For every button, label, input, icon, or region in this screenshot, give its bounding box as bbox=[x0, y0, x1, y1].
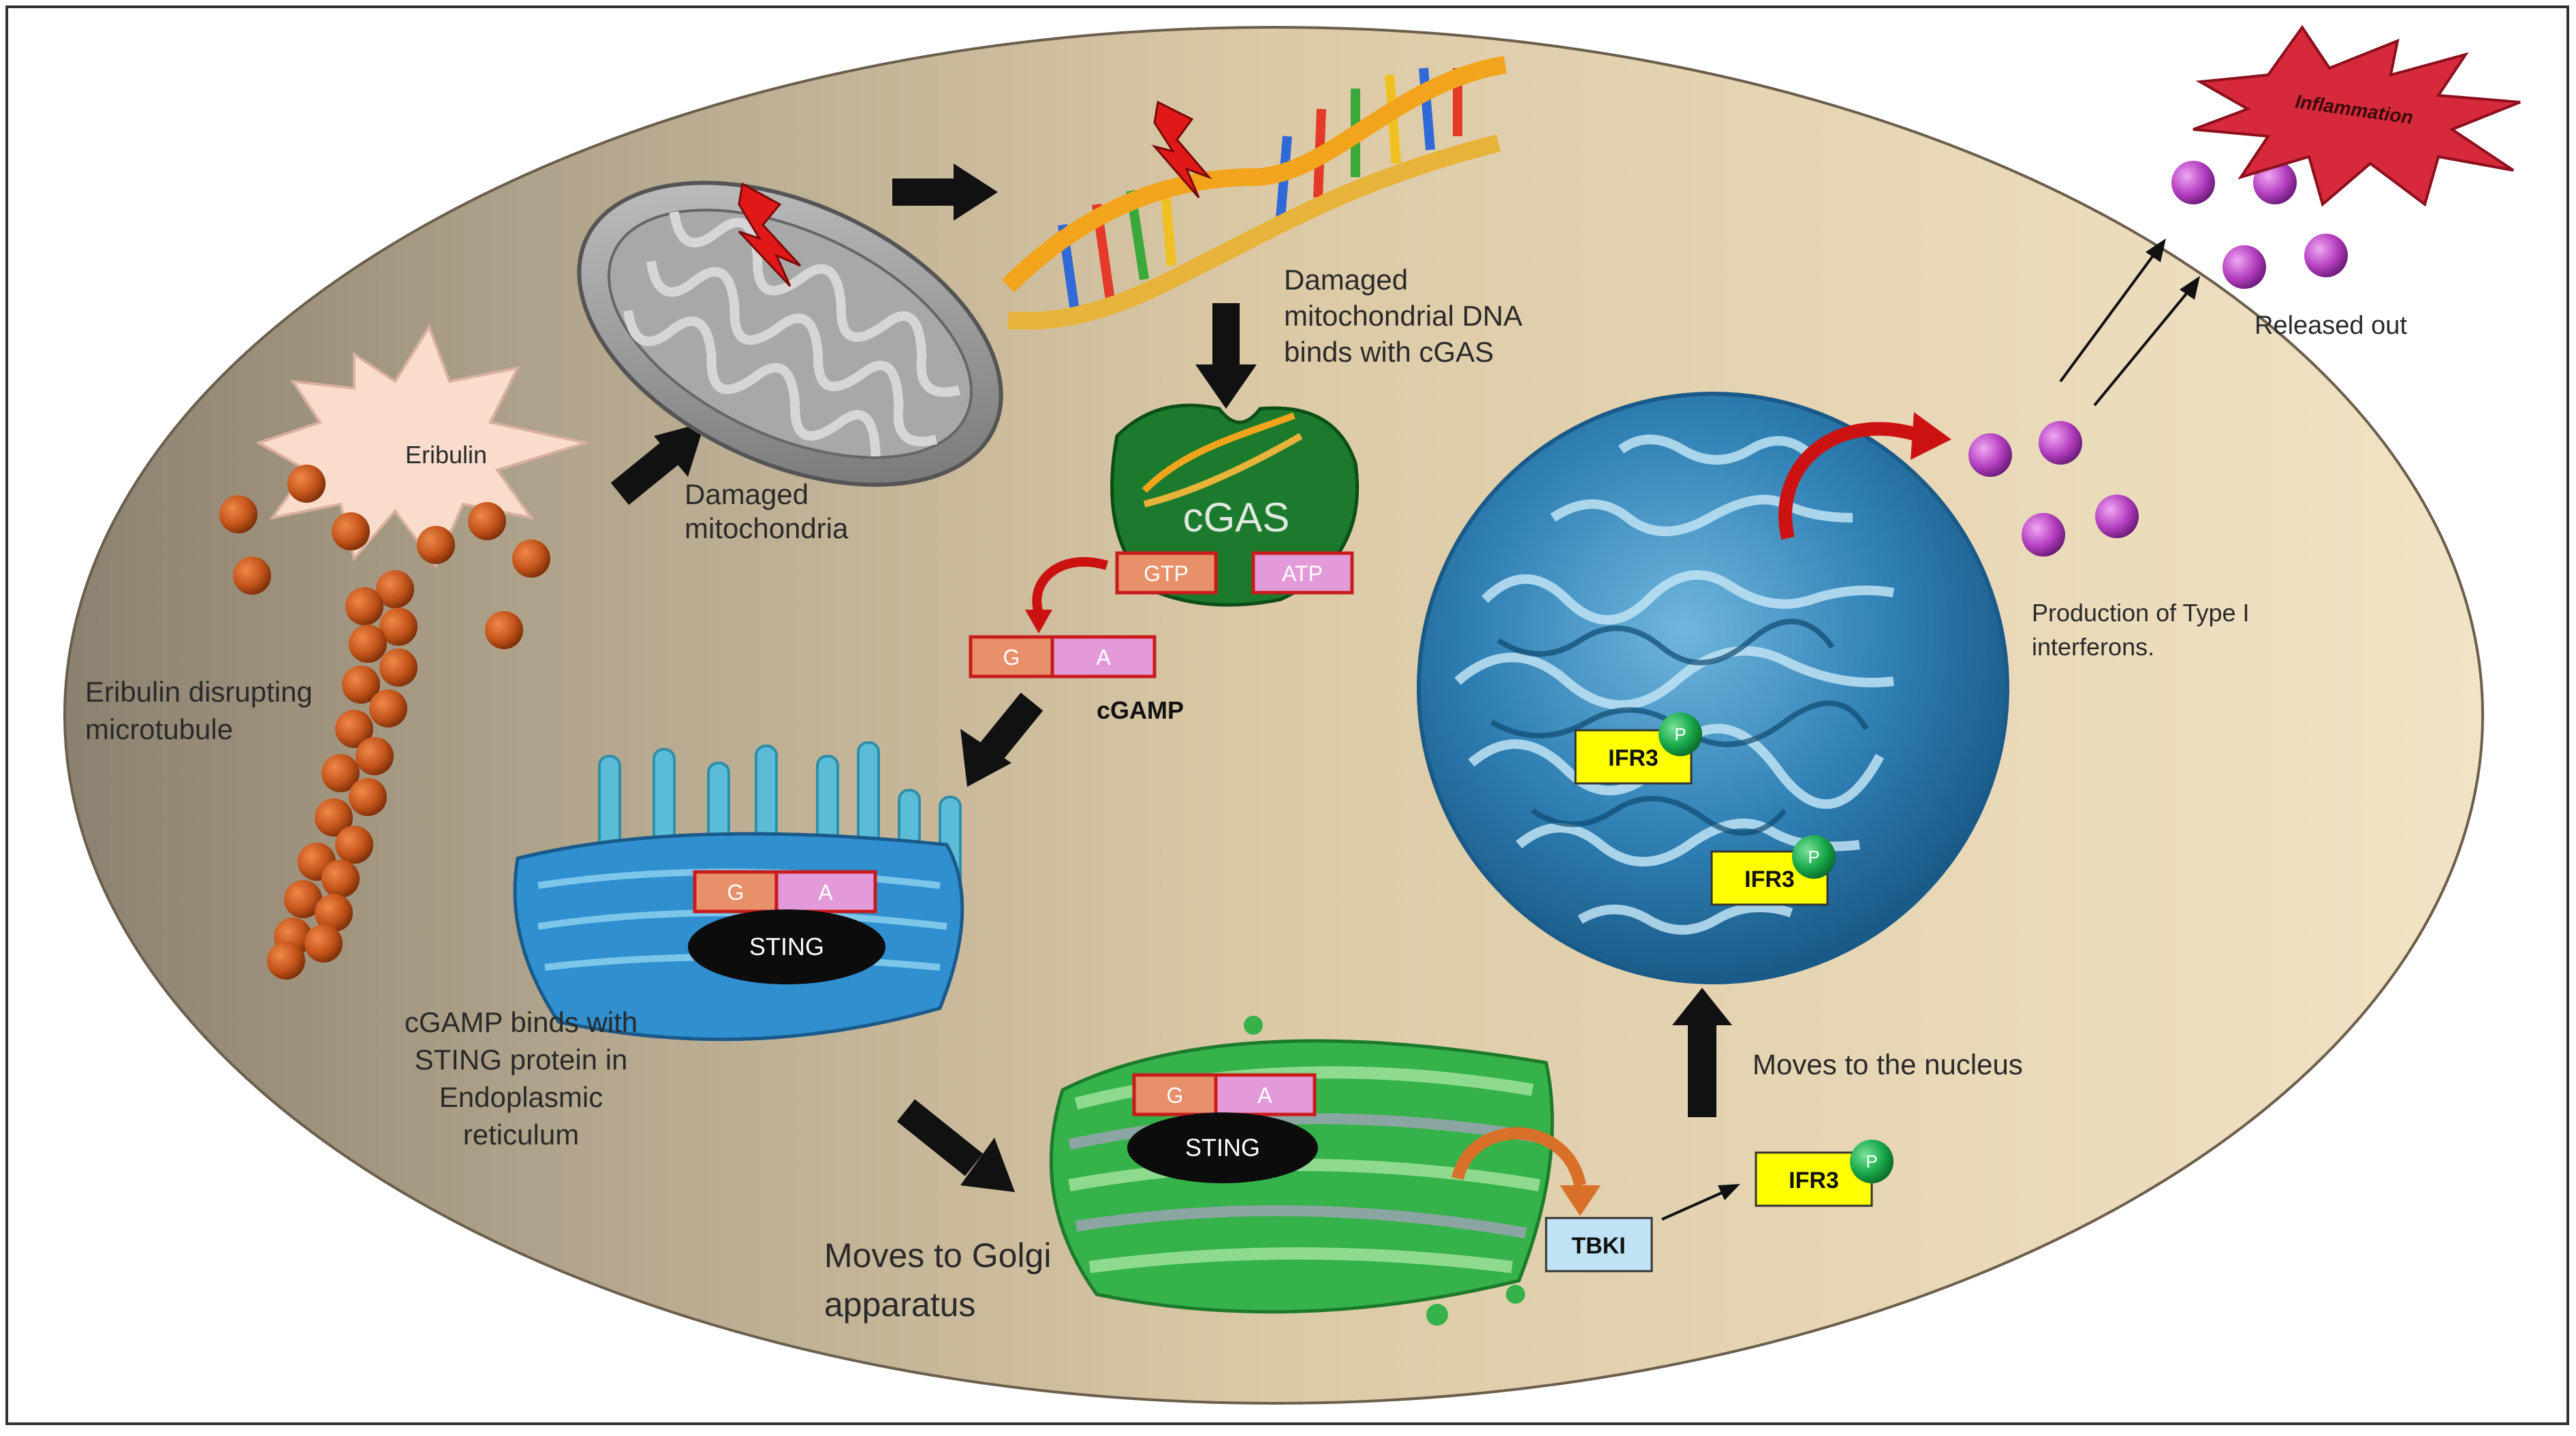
phosphate-icon bbox=[1792, 835, 1836, 879]
ifr3-label-cytoplasm: IFR3 bbox=[1789, 1168, 1839, 1193]
interferon-molecule-icon bbox=[2171, 161, 2348, 289]
golgi-a-label: A bbox=[1257, 1083, 1272, 1108]
golgi-sting-label: STING bbox=[1185, 1134, 1260, 1161]
arrow-tbki-to-ifr3 bbox=[1661, 1184, 1740, 1221]
golgi-a-box bbox=[1214, 1073, 1317, 1117]
nucleus-icon bbox=[1417, 392, 2009, 984]
golgi-label-line2: apparatus bbox=[824, 1285, 975, 1324]
starburst-icon bbox=[255, 324, 591, 568]
ifn-label-line2: interferons. bbox=[2032, 633, 2154, 661]
cgas-label: cGAS bbox=[1183, 495, 1290, 540]
cgamp-g-label: G bbox=[1003, 645, 1020, 670]
er-sting-protein bbox=[688, 909, 885, 984]
cgamp-label: cGAMP bbox=[1097, 696, 1184, 724]
cgamp-a-label: A bbox=[1096, 645, 1111, 670]
gtp-label: GTP bbox=[1144, 561, 1189, 586]
golgi-g-box bbox=[1132, 1073, 1218, 1117]
inflammation-burst-icon bbox=[2193, 25, 2521, 207]
orange-curved-arrow bbox=[1451, 1127, 1601, 1216]
golgi-label-line1: Moves to Golgi bbox=[824, 1236, 1051, 1275]
arrow-er-to-golgi bbox=[896, 1099, 1015, 1192]
red-curved-arrow-cgas bbox=[1025, 557, 1109, 634]
release-arrows bbox=[2059, 238, 2200, 407]
arrow-dna-to-cgas bbox=[1195, 303, 1257, 409]
atp-label: ATP bbox=[1282, 561, 1323, 586]
phosphate-label: P bbox=[1866, 1151, 1877, 1172]
damaged-mito-label-line1: Damaged bbox=[685, 478, 808, 510]
arrow-mito-to-dna bbox=[892, 163, 998, 221]
er-a-box bbox=[774, 870, 877, 914]
mitochondrion-icon bbox=[577, 181, 1003, 487]
cgamp-a-box bbox=[1050, 635, 1157, 678]
interferon-molecule-icon bbox=[1968, 421, 2139, 557]
tbki-label: TBKI bbox=[1571, 1233, 1625, 1259]
phosphate-label: P bbox=[1674, 724, 1686, 745]
golgi-sting-protein bbox=[1127, 1112, 1318, 1183]
eribulin-disrupting-label-line2: microtubule bbox=[85, 713, 233, 745]
damaged-dna-label-line3: binds with cGAS bbox=[1284, 336, 1494, 368]
dna-helix-icon bbox=[1001, 56, 1507, 330]
lightning-icon bbox=[1151, 100, 1212, 198]
ifr3-label-nucleus-1: IFR3 bbox=[1608, 745, 1659, 771]
nucleus-move-label: Moves to the nucleus bbox=[1753, 1048, 2023, 1080]
er-label-line2: STING protein in bbox=[415, 1044, 628, 1076]
phosphate-label: P bbox=[1808, 847, 1819, 867]
er-label-line4: reticulum bbox=[463, 1119, 579, 1151]
arrow-eribulin-to-mito bbox=[610, 422, 705, 505]
ifn-label-line1: Production of Type I bbox=[2032, 599, 2250, 627]
er-g-box bbox=[693, 870, 779, 914]
gtp-box bbox=[1115, 551, 1218, 595]
arrow-to-nucleus bbox=[1672, 988, 1732, 1117]
damaged-dna-label-line2: mitochondrial DNA bbox=[1284, 300, 1522, 332]
er-label-line1: cGAMP binds with bbox=[405, 1006, 638, 1038]
ifr3-label-nucleus-2: IFR3 bbox=[1744, 867, 1795, 892]
red-curved-arrow-nucleus bbox=[1778, 412, 1951, 540]
arrow-cgamp-to-er bbox=[960, 692, 1043, 787]
damaged-dna-label-line1: Damaged bbox=[1284, 264, 1408, 296]
atp-box bbox=[1251, 551, 1354, 595]
golgi-g-label: G bbox=[1167, 1083, 1184, 1108]
released-label: Released out bbox=[2255, 311, 2407, 340]
tbki-box bbox=[1545, 1217, 1653, 1273]
damaged-mito-label-line2: mitochondria bbox=[685, 512, 849, 544]
lightning-icon bbox=[738, 182, 802, 287]
phosphate-icon bbox=[1659, 713, 1702, 756]
er-label-line3: Endoplasmic bbox=[439, 1081, 603, 1113]
phosphate-icon bbox=[1850, 1140, 1894, 1183]
microtubule-beads-icon bbox=[219, 465, 550, 980]
er-sting-label: STING bbox=[749, 933, 824, 961]
er-a-label: A bbox=[818, 880, 833, 905]
eribulin-disrupting-label-line1: Eribulin disrupting bbox=[85, 676, 313, 708]
er-g-label: G bbox=[727, 880, 744, 905]
eribulin-label: Eribulin bbox=[405, 441, 487, 469]
